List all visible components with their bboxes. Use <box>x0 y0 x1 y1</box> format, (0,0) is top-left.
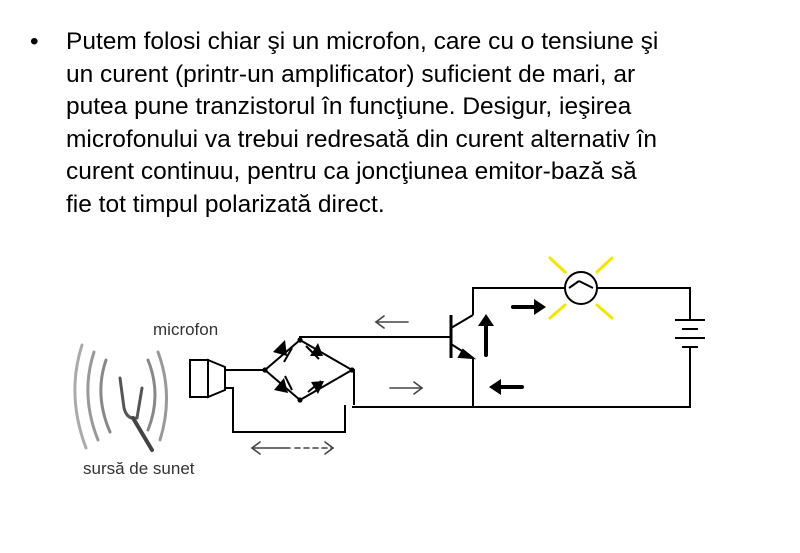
microphone-icon <box>189 358 226 399</box>
microphone-label: microfon <box>153 320 218 339</box>
bridge-rectifier <box>262 337 355 403</box>
bullet-line-1: Putem folosi chiar şi un microfon, care … <box>66 28 659 55</box>
bullet-line-6: fie tot timpul polarizată direct. <box>66 190 385 218</box>
transistor-symbol <box>449 314 477 360</box>
bullet-line-4: microfonului va trebui redresată din cur… <box>66 125 658 153</box>
bullet-text: Putem folosi chiar şi un microfon, care … <box>66 26 766 221</box>
sound-source-label: sursă de sunet <box>83 459 195 478</box>
bullet-symbol: • <box>30 28 39 55</box>
current-arrow-icons <box>250 299 546 455</box>
bullet-line-2: un curent (printr-un amplificator) sufic… <box>66 60 636 88</box>
circuit-wires <box>225 287 691 433</box>
lamp-icon <box>548 256 614 320</box>
battery-symbol <box>675 319 705 355</box>
bullet-line-5: curent continuu, pentru ca joncţiunea em… <box>66 158 637 185</box>
bullet-line-3: putea pune tranzistorul în funcţiune. De… <box>66 93 632 120</box>
tuning-fork-icon <box>73 343 168 452</box>
